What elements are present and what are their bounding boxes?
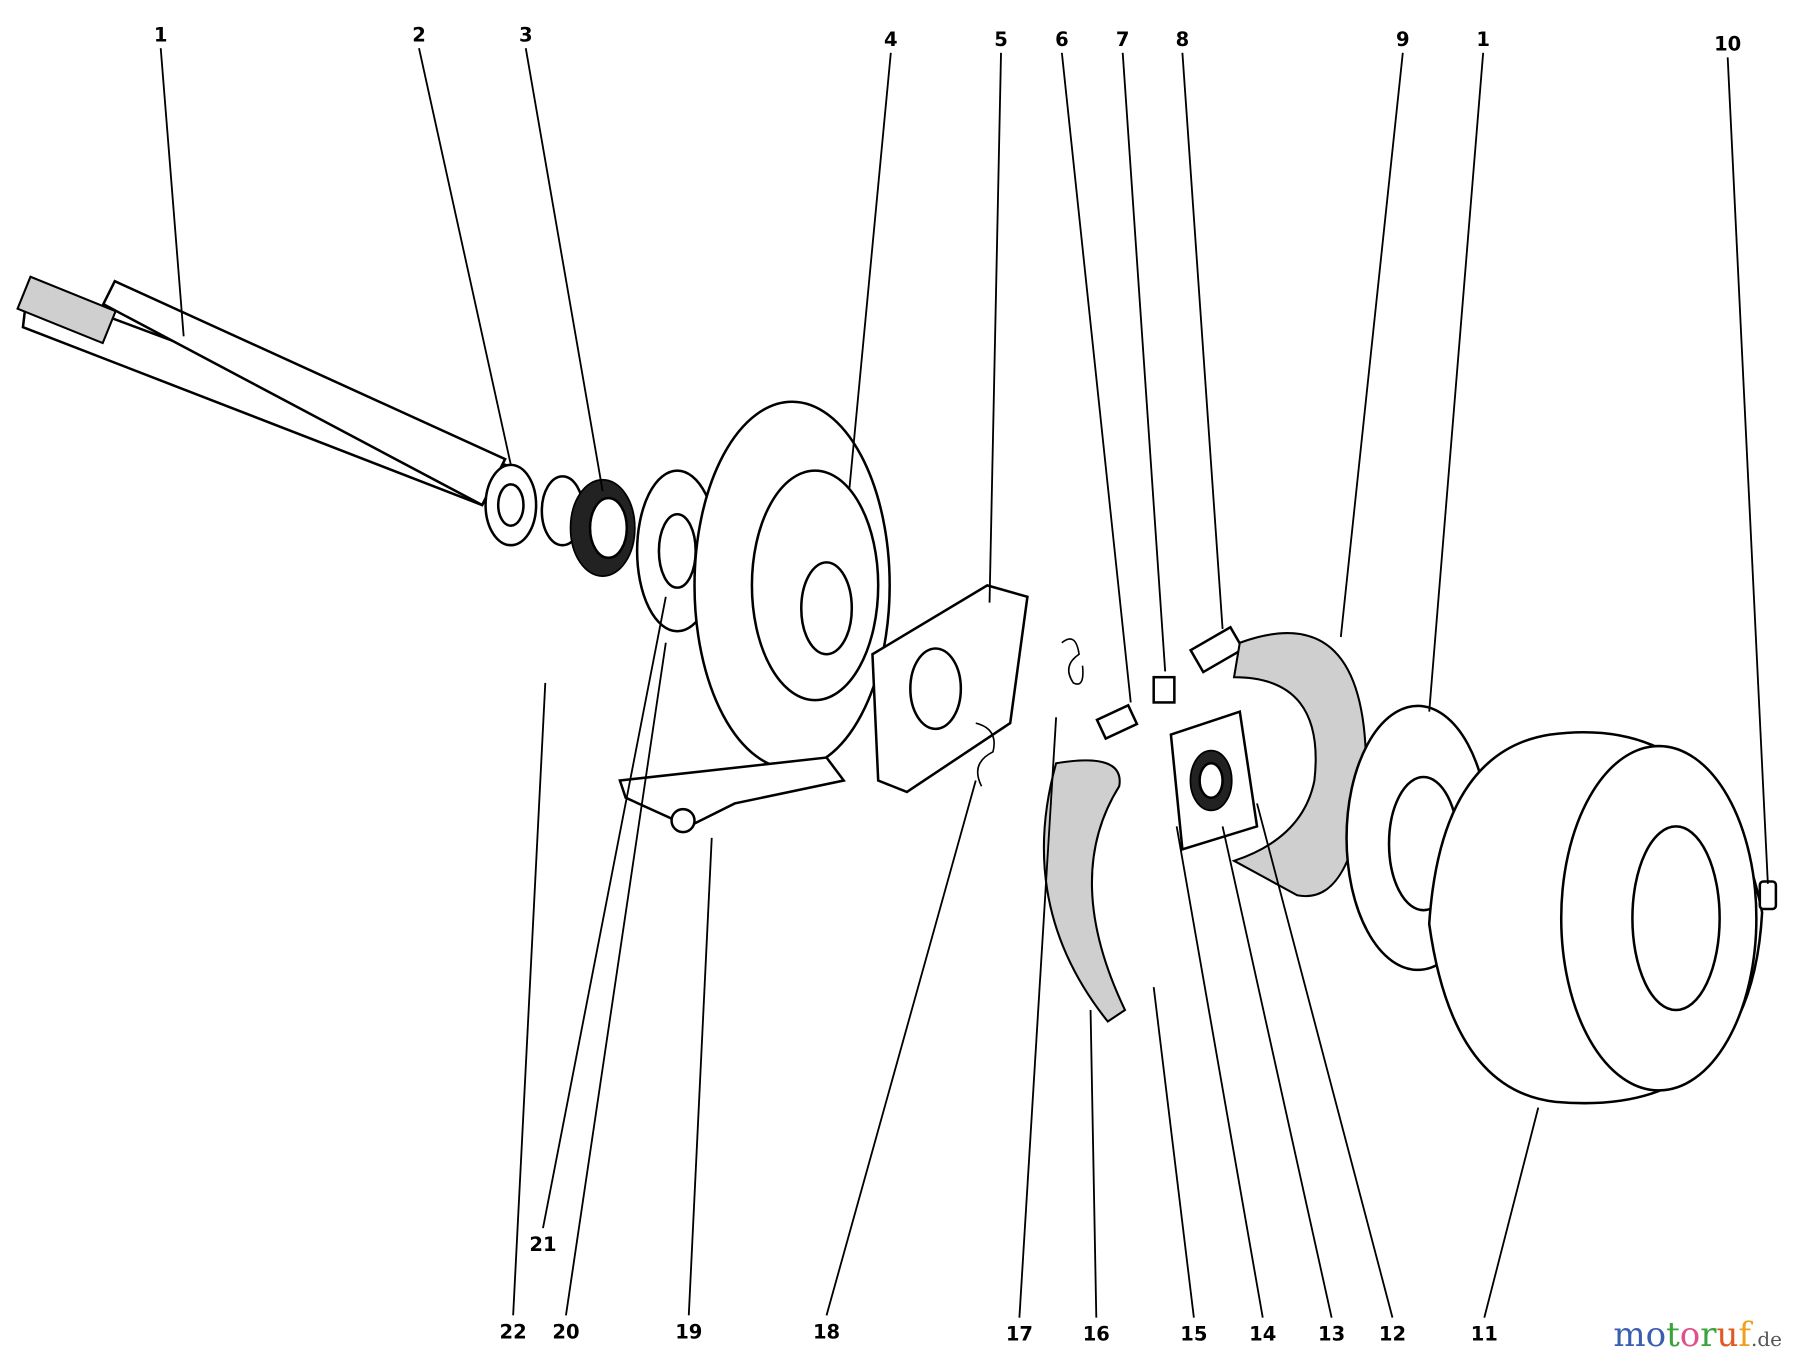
leader-line	[1152, 986, 1195, 1318]
key	[1758, 880, 1778, 911]
callout-label: 9	[1396, 28, 1410, 51]
watermark-letter: t	[1666, 1315, 1680, 1355]
callout-label: 21	[529, 1233, 556, 1256]
bearing	[569, 478, 636, 578]
leader-line	[1089, 1010, 1098, 1318]
callout-label: 11	[1471, 1323, 1498, 1346]
leader-line	[1121, 52, 1167, 672]
backing-plate	[693, 400, 891, 771]
brake-shoe	[1042, 759, 1127, 1023]
callout-label: 5	[994, 28, 1008, 51]
callout-label: 7	[1116, 28, 1130, 51]
callout-label: 10	[1714, 33, 1741, 56]
callout-label: 22	[500, 1320, 527, 1343]
pins	[1095, 625, 1245, 741]
watermark-letter: f	[1738, 1315, 1751, 1355]
leader-line	[1483, 1107, 1540, 1318]
leader-line	[1339, 52, 1404, 638]
callout-label: 1	[1476, 28, 1490, 51]
leader-line	[687, 837, 713, 1316]
leader-line	[524, 48, 604, 492]
leader-line	[1175, 826, 1264, 1318]
callout-label: 16	[1083, 1323, 1110, 1346]
leader-line	[1060, 52, 1132, 703]
cam-plate	[1169, 709, 1259, 852]
brake-drum	[1427, 730, 1764, 1105]
leader-line	[565, 642, 667, 1316]
callout-label: 6	[1055, 28, 1069, 51]
callout-label: 13	[1318, 1323, 1345, 1346]
brake-lever	[618, 756, 846, 834]
callout-label: 12	[1379, 1323, 1406, 1346]
leader-line	[1726, 57, 1769, 884]
watermark-letter: o	[1645, 1315, 1667, 1355]
callout-label: 17	[1006, 1323, 1033, 1346]
leader-line	[418, 48, 512, 466]
watermark-letter: m	[1613, 1315, 1646, 1355]
leader-line	[988, 52, 1002, 603]
leader-line	[1256, 803, 1394, 1318]
springs	[975, 638, 1084, 787]
axle-shaft	[16, 275, 507, 507]
mounting-bracket	[871, 584, 1029, 794]
callout-label: 18	[813, 1320, 840, 1343]
watermark-letter: r	[1700, 1315, 1717, 1355]
watermark-logo: motoruf.de	[1613, 1315, 1782, 1355]
watermark-letter: o	[1679, 1315, 1701, 1355]
callout-label: 1	[154, 23, 168, 46]
seal-ring	[484, 463, 585, 547]
leader-line	[1018, 717, 1058, 1318]
leader-line	[1221, 826, 1333, 1318]
callout-label: 2	[412, 23, 426, 46]
watermark-letter: u	[1716, 1315, 1739, 1355]
callout-label: 4	[884, 28, 898, 51]
leader-line	[848, 52, 892, 488]
leader-line	[159, 48, 185, 337]
leader-line	[542, 596, 667, 1229]
leader-line	[825, 780, 977, 1316]
leader-line	[1428, 52, 1485, 712]
leader-line	[512, 682, 547, 1316]
callout-label: 3	[519, 23, 533, 46]
leader-line	[1181, 52, 1224, 630]
watermark-suffix: .de	[1751, 1327, 1782, 1351]
brake-band	[1231, 632, 1368, 898]
callout-label: 20	[552, 1320, 579, 1343]
callout-label: 15	[1180, 1323, 1207, 1346]
watermark-brand: motoruf	[1613, 1315, 1751, 1355]
callout-label: 19	[675, 1320, 702, 1343]
callout-label: 8	[1176, 28, 1190, 51]
callout-label: 14	[1249, 1323, 1276, 1346]
